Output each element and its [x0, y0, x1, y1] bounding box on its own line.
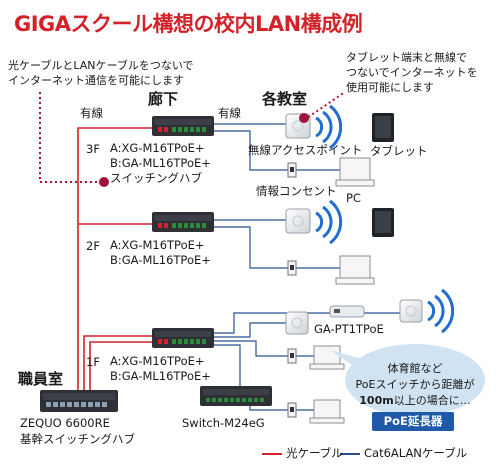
- switch-m24eg: [200, 386, 272, 406]
- lan-2f-outlet: [214, 226, 288, 269]
- legend-fiber: 光ケーブル: [286, 446, 343, 460]
- switch-3f: [152, 116, 214, 136]
- label-corridor: 廊下: [148, 90, 179, 108]
- pc-1f-a: [309, 345, 345, 370]
- label-access-point: 無線アクセスポイント: [248, 143, 363, 157]
- note-right: タブレット端末と無線で つないでインターネットを 使用可能にします: [346, 51, 478, 94]
- callout-dot-left: [99, 177, 109, 187]
- core-switch: [40, 390, 118, 412]
- wifi-waves-3f: [315, 104, 343, 150]
- label-staffroom: 職員室: [18, 370, 64, 388]
- lan-1f-ap: [214, 322, 286, 338]
- label-core-desc: 基幹スイッチングハブ: [20, 432, 135, 446]
- page-title: GIGAスクール構想の校内LAN構成例: [14, 12, 363, 36]
- access-point-2f: [285, 208, 311, 234]
- switch-1f: [152, 328, 214, 348]
- lan-3f-outlet: [214, 130, 288, 171]
- bubble-line1: 体育館など: [387, 362, 443, 375]
- note-left: 光ケーブルとLANケーブルをつないで インターネット通信を可能にします: [8, 59, 194, 87]
- floor-2f: 2F: [86, 239, 100, 253]
- bubble-text: 体育館など PoEスイッチから距離が 100m以上の場合に…: [354, 361, 476, 409]
- label-core-model: ZEQUO 6600RE: [20, 416, 110, 430]
- label-tablet: タブレット: [370, 144, 428, 158]
- lan-1f-switch24: [214, 344, 260, 393]
- speech-bubble: [330, 344, 485, 416]
- label-wired-right: 有線: [218, 106, 241, 120]
- outlets: [287, 162, 297, 418]
- switch-3f-label: A:XG-M16TPoE+ B:GA-ML16TPoE+ スイッチングハブ: [110, 141, 211, 185]
- wifi-waves-2f: [315, 199, 343, 245]
- fiber-to-1f: [83, 335, 152, 390]
- fiber-to-1f-b: [89, 341, 152, 390]
- legend-lan: Cat6ALANケーブル: [364, 446, 468, 460]
- pc-3f: [335, 157, 375, 187]
- lan-1f-outlet1: [214, 340, 288, 357]
- label-wired-left: 有線: [80, 106, 103, 120]
- tablet-3f: [372, 113, 394, 142]
- callout-dot-right: [299, 113, 309, 123]
- label-switch-m24eg: Switch-M24eG: [182, 416, 265, 430]
- switch-2f-label: A:XG-M16TPoE+ B:GA-ML16TPoE+: [110, 238, 211, 267]
- switch-2f: [152, 212, 214, 232]
- poe-extender: [329, 305, 365, 318]
- callout-dotted-lines: [39, 91, 346, 183]
- fiber-cables: [77, 127, 152, 390]
- floor-3f: 3F: [86, 142, 100, 156]
- access-point-extender: [399, 299, 423, 323]
- poe-extender-badge: PoE延長器: [372, 412, 454, 431]
- floor-1f: 1F: [86, 355, 100, 369]
- pc-1f-b: [309, 399, 345, 424]
- fiber-to-3f: [77, 127, 152, 390]
- lan-cables: [214, 123, 400, 411]
- lan-1f-extender: [214, 312, 330, 334]
- wifi-waves-extender: [427, 288, 455, 334]
- label-classroom: 各教室: [262, 90, 308, 108]
- access-point-1f: [285, 311, 309, 335]
- switch-1f-label: A:XG-M16TPoE+ B:GA-ML16TPoE+: [110, 354, 211, 383]
- tablet-2f: [372, 208, 394, 237]
- pc-2f: [335, 255, 375, 285]
- bubble-line2: PoEスイッチから距離が: [355, 378, 475, 391]
- bubble-line3-rest: 以上の場合に…: [393, 394, 471, 407]
- label-outlet: 情報コンセント: [256, 184, 337, 198]
- label-pc: PC: [346, 191, 361, 205]
- label-extender: GA-PT1TPoE: [314, 322, 384, 336]
- bubble-line3-bold: 100m: [359, 394, 394, 407]
